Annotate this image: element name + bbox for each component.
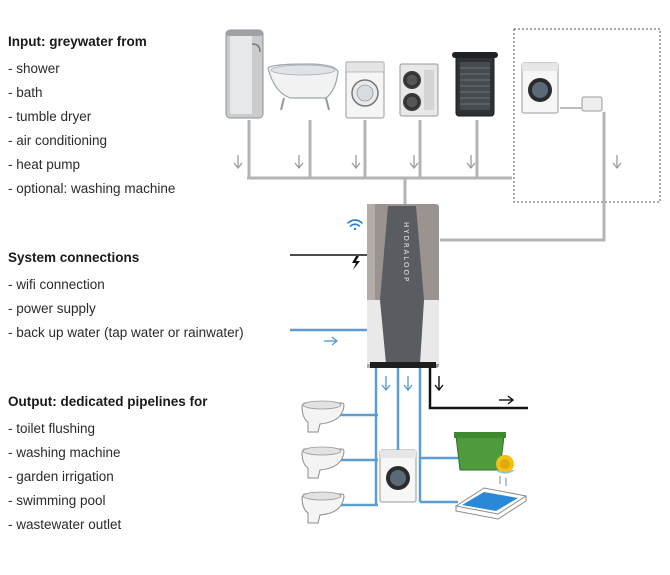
right-arrow (324, 336, 339, 346)
washing-machine-icon (521, 62, 559, 114)
blue-output-pipes (340, 368, 458, 507)
down-arrow (381, 376, 391, 392)
air-conditioner-icon (399, 63, 439, 117)
swimming-pool-icon (454, 476, 528, 520)
connection-item-wifi: - wifi connection (8, 277, 105, 292)
unit-brand: HYDRALOOP (402, 222, 410, 283)
shower-cabinet-icon (225, 29, 264, 119)
blue-down-arrows (381, 376, 413, 392)
wall-toilet-icon (301, 491, 345, 524)
garden-planter-icon (454, 432, 515, 474)
grey-input-pipes (247, 112, 606, 242)
output-item-washing-machine: - washing machine (8, 445, 121, 460)
optional-box (513, 28, 661, 203)
hydraloop-unit (367, 204, 439, 368)
down-arrow (612, 155, 622, 170)
input-panel: Input: greywater from - shower - bath - … (8, 33, 175, 201)
grey-down-arrows (233, 155, 622, 170)
bathtub-icon (267, 63, 339, 111)
input-heading: Input: greywater from (8, 34, 147, 49)
connection-item-backup-water: - back up water (tap water or rainwater) (8, 325, 244, 340)
down-arrow (466, 155, 476, 170)
wastewater-pipe (428, 368, 528, 410)
input-item-heat-pump: - heat pump (8, 157, 81, 172)
output-item-garden: - garden irrigation (8, 469, 114, 484)
output-panel: Output: dedicated pipelines for - toilet… (8, 393, 208, 537)
connections-panel: System connections - wifi connection - p… (8, 249, 244, 345)
connections-heading: System connections (8, 250, 140, 265)
down-arrow (294, 155, 304, 170)
heat-pump-icon (452, 52, 498, 117)
down-arrow (409, 155, 419, 170)
input-item-air-conditioning: - air conditioning (8, 133, 108, 148)
input-item-shower: - shower (8, 61, 60, 76)
output-heading: Output: dedicated pipelines for (8, 394, 208, 409)
wall-toilet-icon (301, 400, 345, 433)
valve-icon (560, 96, 603, 112)
lightning-bolt-icon (352, 256, 360, 270)
down-arrow (403, 376, 413, 392)
input-item-bath: - bath (8, 85, 43, 100)
wastewater-arrows (434, 376, 515, 405)
connection-item-power: - power supply (8, 301, 96, 316)
washing-machine-icon (379, 449, 417, 503)
down-arrow (233, 155, 243, 170)
right-arrow (499, 395, 515, 405)
output-item-wastewater: - wastewater outlet (8, 517, 122, 532)
input-item-washing-machine: - optional: washing machine (8, 181, 176, 196)
tumble-dryer-icon (345, 61, 385, 119)
output-item-toilet: - toilet flushing (8, 421, 96, 436)
wifi-icon (347, 219, 363, 231)
down-arrow (434, 376, 444, 392)
wall-toilet-icon (301, 446, 345, 479)
down-arrow (351, 155, 361, 170)
output-item-pool: - swimming pool (8, 493, 106, 508)
input-item-tumble-dryer: - tumble dryer (8, 109, 92, 124)
